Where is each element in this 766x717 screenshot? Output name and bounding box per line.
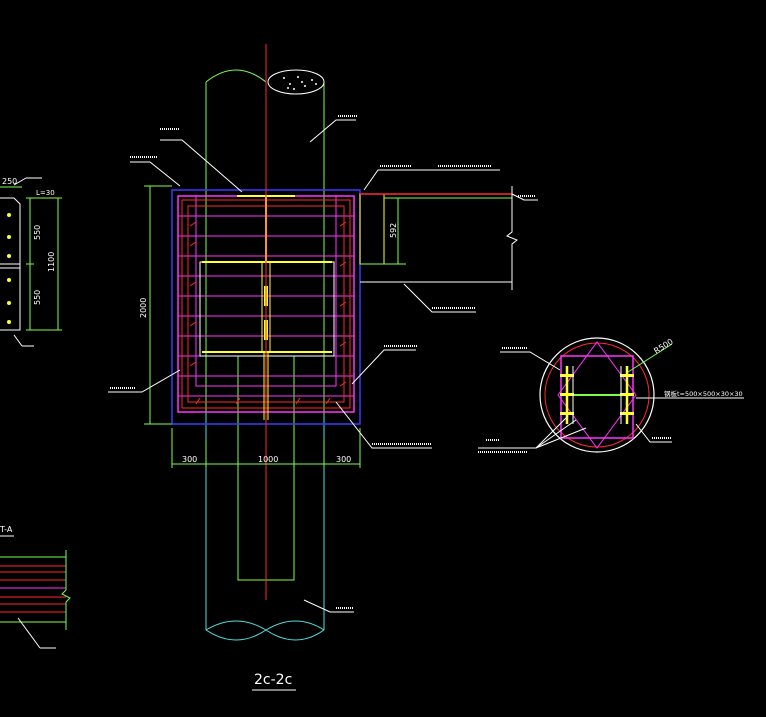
left-dim-250: 250 (2, 177, 17, 186)
main-section-view: 592 2000 300 1000 300 (108, 44, 538, 691)
left-dim-550-bottom: 550 (33, 290, 42, 305)
bottom-dimension-chain: 300 1000 300 (171, 428, 361, 468)
dim-300-left: 300 (182, 455, 197, 464)
left-bottom-label: T-A (0, 525, 13, 534)
lower-column (205, 355, 325, 641)
leader-lines (108, 119, 538, 613)
radius-label: R500 (652, 337, 674, 356)
dim-2000: 2000 (139, 185, 172, 425)
left-dim-l30: L=30 (36, 189, 55, 197)
left-dim-1100: 1100 (47, 252, 56, 272)
dim-592-text: 592 (389, 223, 398, 238)
right-beam (359, 186, 518, 290)
section-title: 2c-2c (254, 672, 292, 688)
circle-section-detail: R500 钢板t=500×500×30×30 (478, 337, 744, 453)
left-bottom-partial: T-A (0, 525, 71, 649)
dim-1000: 1000 (258, 455, 278, 464)
plate-label: 钢板t=500×500×30×30 (664, 389, 743, 398)
left-partial-detail: 250 L=30 550 1100 550 (0, 177, 62, 347)
dim-2000-text: 2000 (139, 298, 148, 318)
dim-300-right: 300 (336, 455, 351, 464)
dim-592: 592 (389, 197, 406, 265)
illegible-annotations (110, 115, 536, 609)
left-dim-550-top: 550 (33, 225, 42, 240)
